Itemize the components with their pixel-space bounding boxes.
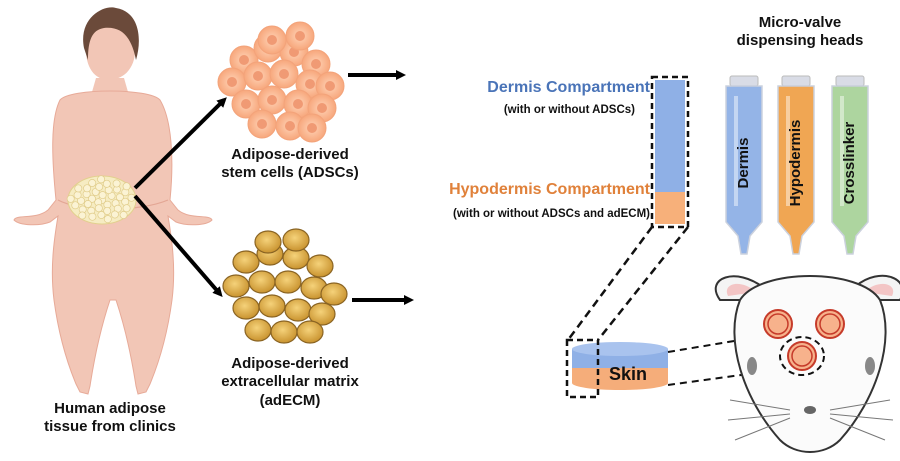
dispensing-head-1 (725, 75, 763, 255)
adscs-label-line1: Adipose-derived (231, 146, 349, 163)
adsc-cluster-icon (217, 21, 345, 143)
skin-label: Skin (608, 364, 647, 384)
heads-title: Micro-valve dispensing heads (710, 14, 890, 51)
source-label: Human adipose tissue from clinics (20, 400, 200, 437)
dispensing-head-label-3: Crosslinker (841, 121, 858, 205)
arrow-to-adecm (133, 194, 223, 298)
zoom-line-left (566, 226, 654, 341)
adecm-label-line2: extracellular matrix (221, 373, 359, 391)
hypodermis-compartment-title: Hypodermis Compartment (449, 181, 650, 198)
skin-disc-icon (565, 338, 668, 399)
adecm-particles-icon (222, 228, 348, 344)
syringe-icon (725, 75, 869, 255)
dispensing-head-2 (777, 75, 815, 255)
adecm-label-line1: Adipose-derived (231, 355, 349, 372)
dispensing-head-3 (831, 75, 869, 255)
zoom-line-right (597, 226, 689, 341)
adscs-label: Adipose-derived stem cells (ADSCs) (200, 146, 380, 183)
dispensing-head-label-1: Dermis (735, 137, 752, 189)
dispensing-head-label-2: Hypodermis (787, 119, 804, 207)
human-figure-icon (13, 7, 213, 395)
source-label-line1: Human adipose (54, 400, 166, 417)
adscs-label-line2: stem cells (ADSCs) (221, 164, 359, 182)
compartment-bar (650, 75, 690, 229)
hypodermis-compartment-subtitle: (with or without ADSCs and adECM) (453, 208, 650, 220)
dermis-compartment-subtitle: (with or without ADSCs) (503, 104, 635, 116)
dermis-compartment-title: Dermis Compartment (487, 79, 650, 96)
heads-title-line2: dispensing heads (736, 32, 864, 50)
arrow-to-adscs (133, 97, 227, 190)
source-label-line2: tissue from clinics (44, 418, 176, 436)
heads-title-line1: Micro-valve (758, 14, 842, 31)
zoom-line-skin-bottom (667, 367, 793, 386)
adipose-tissue-patch (66, 175, 137, 225)
adecm-label-line3: (adECM) (259, 391, 321, 409)
mouse-head-icon (714, 274, 900, 453)
adecm-label: Adipose-derived extracellular matrix (ad… (195, 355, 385, 410)
